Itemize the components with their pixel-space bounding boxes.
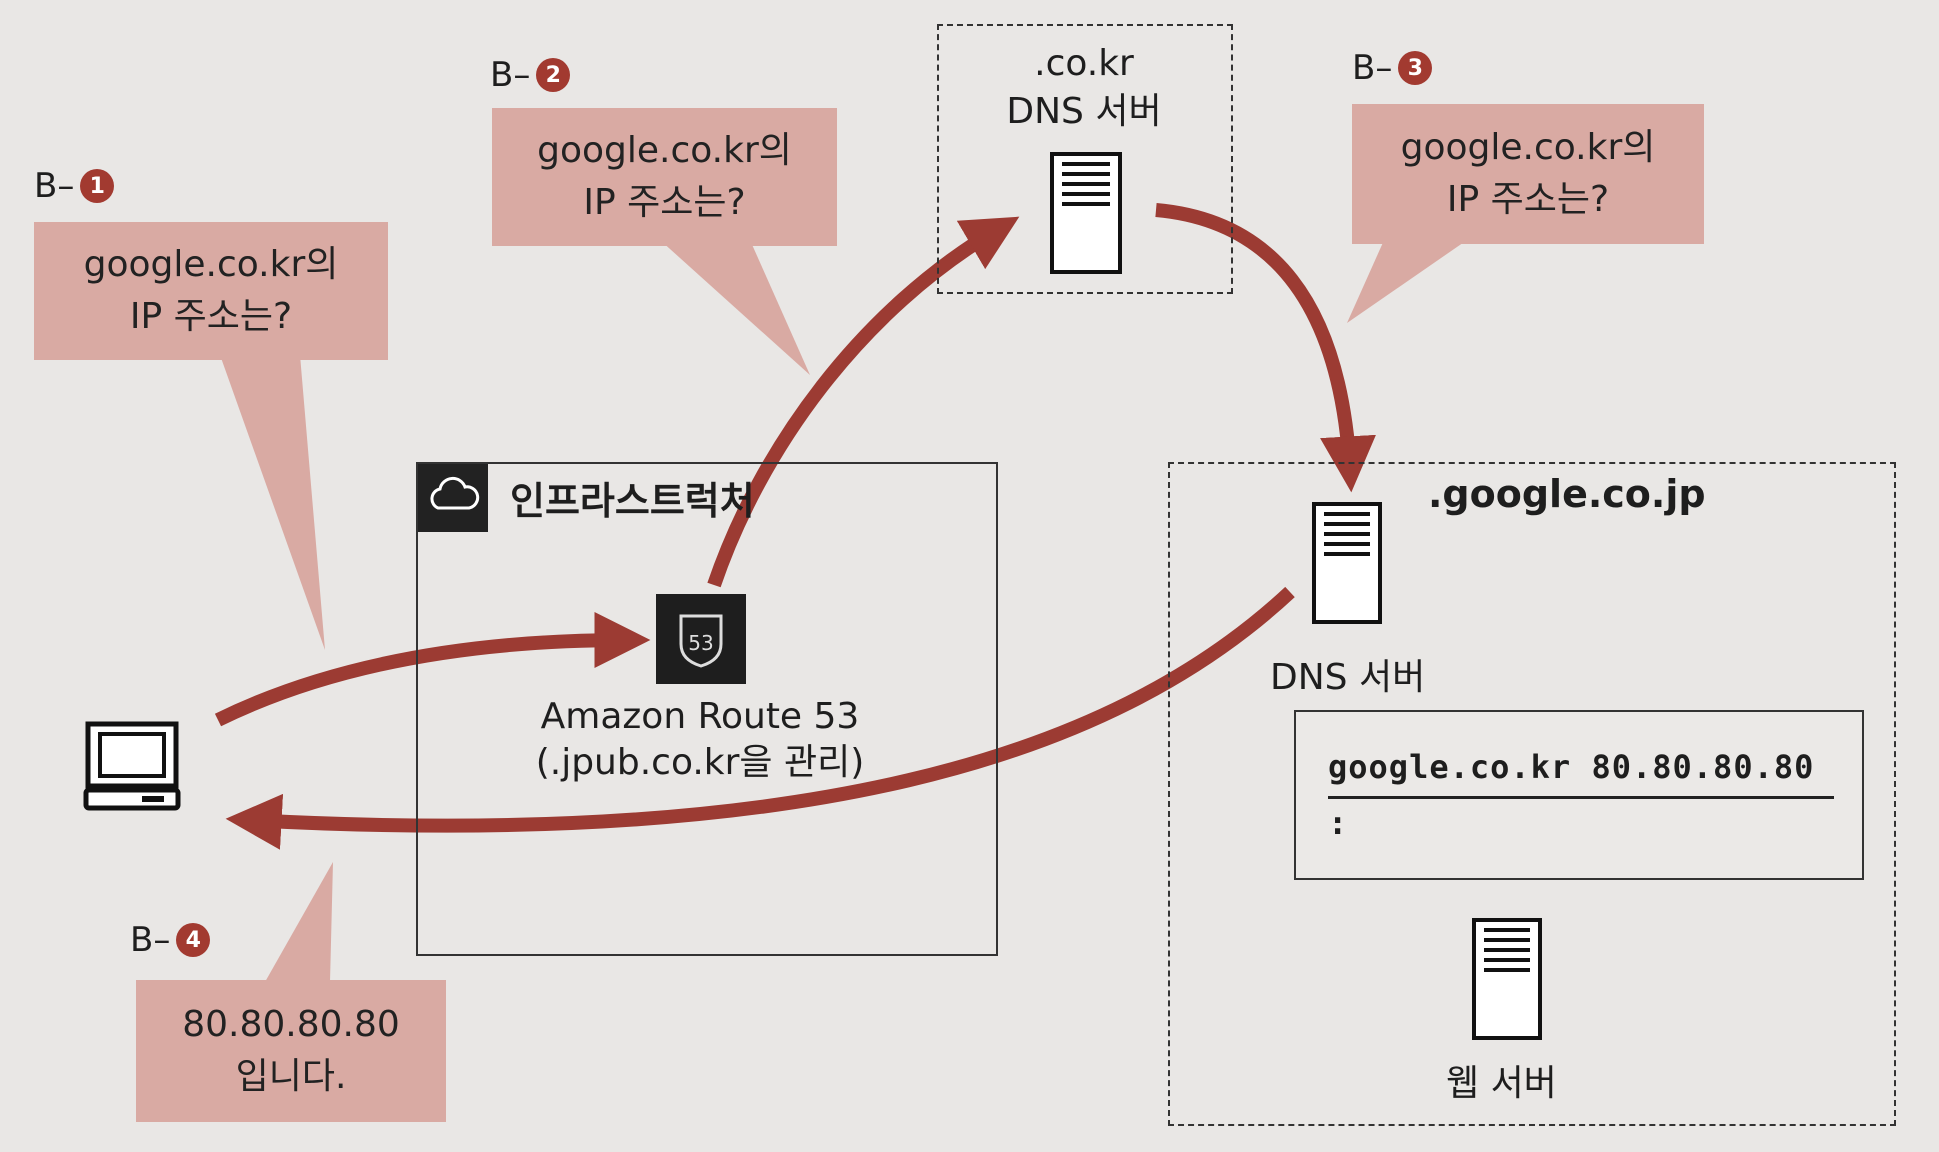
dns-record-line2: : — [1328, 804, 1348, 842]
google-zone-title: .google.co.jp — [1428, 472, 1706, 516]
google-zone — [1168, 462, 1896, 1126]
bubble-b4: 80.80.80.80 입니다. — [136, 980, 446, 1122]
bubble-b2-line1: google.co.kr의 — [537, 130, 792, 171]
bubble-b1-line2: IP 주소는? — [129, 296, 293, 337]
bubble-b2: google.co.kr의 IP 주소는? — [492, 108, 837, 246]
bubble-b2-tail — [660, 240, 810, 375]
step-prefix: B– — [34, 166, 75, 206]
google-dns-label: DNS 서버 — [1270, 657, 1426, 698]
step-b4-label: B– 4 — [130, 920, 211, 960]
bubble-b4-tail — [265, 862, 333, 982]
cokr-server-icon — [1050, 152, 1122, 274]
bubble-b1-tail — [220, 355, 325, 650]
bubble-b4-line1: 80.80.80.80 — [182, 1004, 400, 1045]
cokr-dns-title: .co.kr DNS 서버 — [937, 40, 1231, 136]
step-number-badge: 1 — [80, 169, 115, 203]
web-server-label: 웹 서버 — [1446, 1063, 1557, 1104]
bubble-b4-line2: 입니다. — [235, 1056, 347, 1097]
step-b1-label: B– 1 — [34, 166, 115, 206]
route53-label: Amazon Route 53 (.jpub.co.kr을 관리) — [530, 694, 870, 786]
route53-icon: 53 — [656, 594, 746, 684]
bubble-b3-tail — [1347, 238, 1470, 323]
route53-label-line2: (.jpub.co.kr을 관리) — [535, 742, 865, 783]
cloud-icon — [418, 464, 488, 532]
bubble-b2-line2: IP 주소는? — [583, 182, 746, 223]
step-b2-label: B– 2 — [490, 55, 571, 95]
step-b3-label: B– 3 — [1352, 48, 1433, 88]
step-prefix: B– — [490, 55, 531, 95]
arrow-cokr-to-google-dns — [1155, 203, 1376, 493]
cokr-title-line2: DNS 서버 — [1006, 91, 1162, 132]
cokr-dns-zone — [937, 24, 1233, 294]
infrastructure-title: 인프라스트럭처 — [510, 479, 755, 523]
step-number-badge: 3 — [1398, 51, 1433, 85]
bubble-b1-line1: google.co.kr의 — [83, 244, 339, 285]
step-number-badge: 2 — [536, 58, 571, 92]
step-number-badge: 4 — [176, 923, 211, 957]
cokr-title-line1: .co.kr — [1034, 43, 1134, 84]
step-prefix: B– — [1352, 48, 1393, 88]
bubble-b3: google.co.kr의 IP 주소는? — [1352, 104, 1704, 244]
arrow-route53-to-cokr — [707, 216, 1020, 588]
computer-icon — [82, 720, 182, 816]
bubble-b3-line2: IP 주소는? — [1446, 179, 1610, 220]
web-server-icon — [1472, 918, 1542, 1040]
dns-record-table: google.co.kr 80.80.80.80 : — [1294, 710, 1864, 880]
step-prefix: B– — [130, 920, 171, 960]
arrow-google-dns-to-computer — [225, 586, 1295, 850]
route53-badge-text: 53 — [688, 631, 713, 655]
bubble-b1: google.co.kr의 IP 주소는? — [34, 222, 388, 360]
google-dns-server-icon — [1312, 502, 1382, 624]
bubble-b3-line1: google.co.kr의 — [1400, 127, 1656, 168]
arrow-computer-to-route53 — [214, 612, 651, 727]
infrastructure-box — [416, 462, 998, 956]
record-divider — [1328, 796, 1834, 799]
route53-label-line1: Amazon Route 53 — [540, 696, 860, 737]
dns-record-line1: google.co.kr 80.80.80.80 — [1328, 748, 1815, 786]
